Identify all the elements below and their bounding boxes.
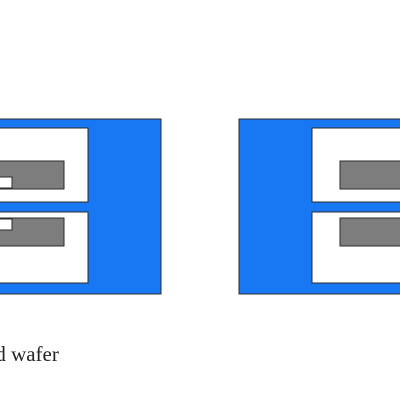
caption-text: ed wafer	[0, 342, 59, 366]
right-lower-bar	[339, 217, 400, 247]
right-wafer-structure	[238, 118, 400, 295]
left-upper-notch	[0, 176, 13, 189]
left-lower-notch	[0, 218, 13, 231]
right-upper-bar	[339, 160, 400, 190]
left-wafer-structure	[0, 118, 162, 295]
